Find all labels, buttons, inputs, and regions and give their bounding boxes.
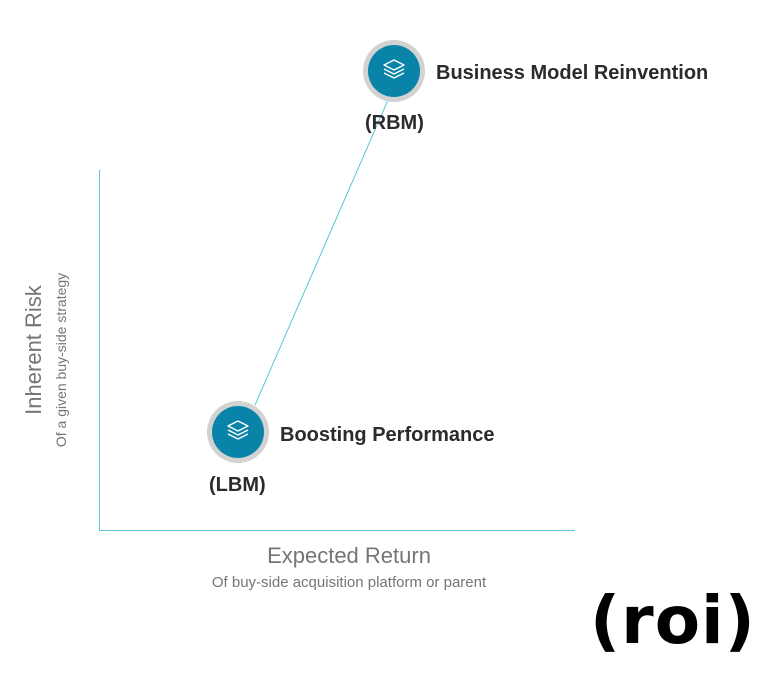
x-axis-line <box>99 530 575 531</box>
node-lbm <box>207 401 269 463</box>
x-axis-subtitle: Of buy-side acquisition platform or pare… <box>211 574 487 591</box>
y-axis-subtitle: Of a given buy-side strategy <box>53 272 69 448</box>
roi-logo: (roi) <box>590 582 756 659</box>
node-lbm-title: Boosting Performance <box>280 424 495 446</box>
node-rbm-abbr: (RBM) <box>365 112 424 134</box>
node-rbm <box>363 40 425 102</box>
x-axis-title: Expected Return <box>267 543 431 568</box>
node-rbm-title: Business Model Reinvention <box>436 62 709 84</box>
layers-icon <box>224 416 252 449</box>
node-lbm-abbr: (LBM) <box>209 474 266 496</box>
y-axis-line <box>99 170 100 531</box>
y-axis-title: Inherent Risk <box>21 285 46 415</box>
layers-icon <box>380 55 408 88</box>
